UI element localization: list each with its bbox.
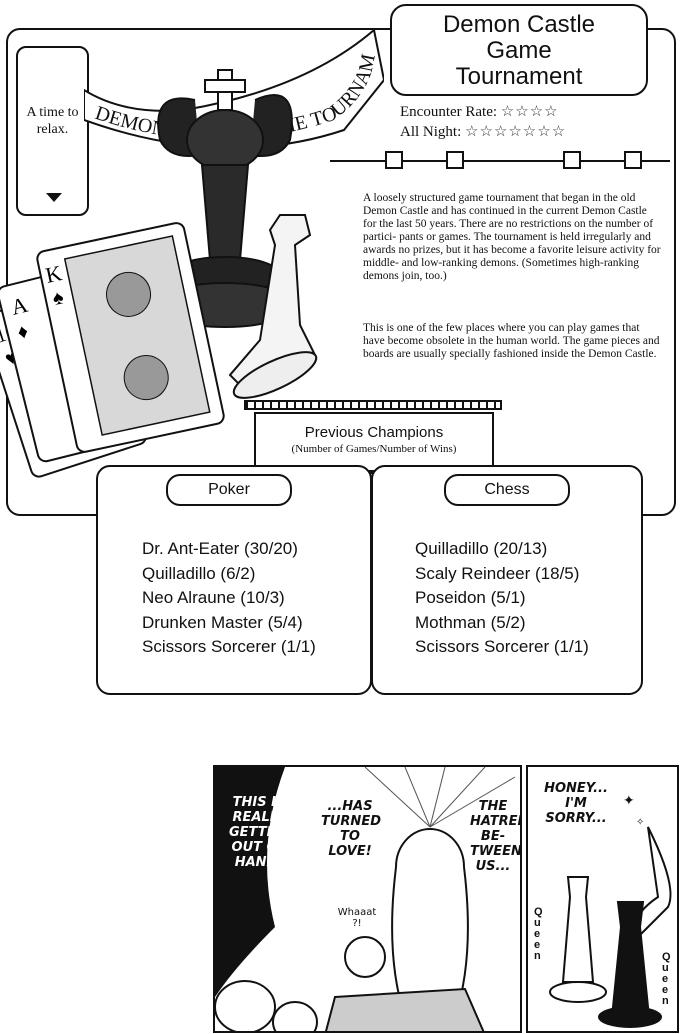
speech-bubble-hatred: THE HATRED BE- TWEEN US...	[470, 799, 522, 874]
card-ace-letter: A	[8, 292, 30, 320]
plaque-top-crenel	[244, 400, 502, 410]
encounter-rate: Encounter Rate: ☆☆☆☆	[400, 102, 559, 121]
list-item: Quilladillo (6/2)	[142, 563, 256, 583]
description-paragraph-2: This is one of the few places where you …	[363, 322, 660, 360]
list-item: Dr. Ant-Eater (30/20)	[142, 539, 298, 558]
list-item: Quilladillo (20/13)	[415, 539, 548, 558]
previous-champions-plaque: Previous Champions (Number of Games/Numb…	[254, 412, 494, 472]
white-queen-piece-icon	[228, 214, 318, 399]
all-night-label: All Night:	[400, 124, 462, 140]
title-line-2: Game	[486, 37, 552, 64]
list-item: Scissors Sorcerer (1/1)	[142, 637, 316, 656]
tower-icon	[624, 151, 642, 169]
comic-panel-1: THIS IS REALLY GETTING OUT OF HAND! ...H…	[213, 765, 522, 1033]
queen-label-black: Queen	[662, 951, 671, 1007]
sparkle-icon: ✧	[636, 817, 644, 828]
champions-subtitle: (Number of Games/Number of Wins)	[291, 443, 457, 455]
speech-bubble-whaaat: Whaaat ?!	[337, 907, 377, 929]
comic-panel-2: ✦ ✧ HONEY... I'M SORRY... Queen Queen	[526, 765, 679, 1033]
all-night-rate: All Night: ☆☆☆☆☆☆☆	[400, 122, 566, 141]
down-arrow-icon	[46, 193, 62, 202]
sparkle-icon: ✦	[623, 792, 635, 808]
tower-icon	[563, 151, 581, 169]
playing-cards-illustration: 10 ♥ A ♦ K ♠	[0, 222, 225, 478]
queen-label-white: Queen	[534, 906, 543, 962]
list-item: Mothman (5/2)	[415, 612, 526, 632]
poker-champions-list: Dr. Ant-Eater (30/20) Quilladillo (6/2) …	[142, 537, 316, 660]
chess-champions-list: Quilladillo (20/13) Scaly Reindeer (18/5…	[415, 537, 589, 660]
list-item: Scissors Sorcerer (1/1)	[415, 637, 589, 656]
chess-tag: Chess	[444, 474, 570, 506]
list-item: Neo Alraune (10/3)	[142, 588, 285, 607]
poker-tag: Poker	[166, 474, 292, 506]
side-tab: A time to relax.	[16, 46, 89, 216]
speech-bubble-out-of-hand: THIS IS REALLY GETTING OUT OF HAND!	[229, 795, 293, 870]
queens-illustration: ✦ ✧	[549, 792, 672, 1028]
tower-icon	[446, 151, 464, 169]
card-king-letter: K	[43, 260, 64, 288]
encounter-rate-label: Encounter Rate:	[400, 104, 498, 120]
champions-title: Previous Champions	[304, 424, 444, 441]
speech-bubble-honey-sorry: HONEY... I'M SORRY...	[544, 781, 608, 826]
poker-panel	[96, 465, 372, 695]
list-item: Scaly Reindeer (18/5)	[415, 563, 580, 583]
title-line-3: Tournament	[455, 63, 583, 90]
tournament-title-box: Demon Castle Game Tournament	[390, 4, 648, 96]
tower-icon	[385, 151, 403, 169]
all-night-stars: ☆☆☆☆☆☆☆	[465, 124, 567, 140]
side-tab-text: A time to relax.	[26, 105, 79, 137]
spade-icon: ♠	[51, 286, 66, 310]
encounter-rate-stars: ☆☆☆☆	[500, 104, 559, 120]
castle-divider	[330, 160, 670, 162]
description-paragraph-1: A loosely structured game tournament tha…	[363, 192, 661, 282]
list-item: Drunken Master (5/4)	[142, 612, 303, 632]
title-line-1: Demon Castle	[442, 11, 596, 38]
speech-bubble-turned-to-love: ...HAS TURNED TO LOVE!	[321, 799, 381, 859]
speed-lines-background	[215, 767, 516, 1031]
list-item: Poseidon (5/1)	[415, 588, 526, 607]
